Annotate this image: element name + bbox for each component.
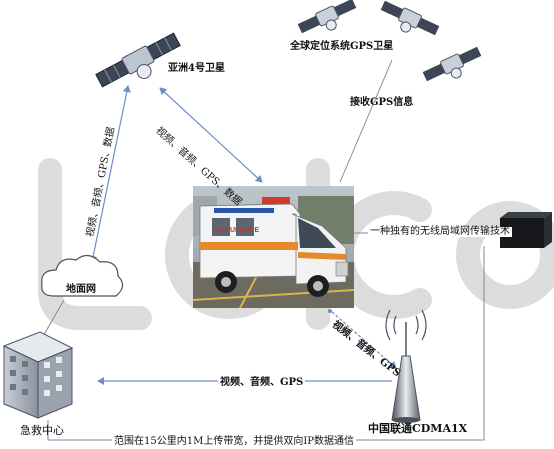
ambulance-photo: AMBULANCE: [192, 186, 355, 309]
cdma-tower-label: 中国联通CDMA1X: [368, 422, 468, 435]
gps-satellite-icon-2: [380, 0, 440, 36]
asia-satellite-label: 亚洲4号卫星: [168, 63, 225, 74]
link-sat-ambulance: [159, 87, 263, 183]
emergency-center-label: 急救中心: [20, 424, 64, 437]
cdma-tower-icon: [385, 309, 427, 423]
gps-satellite-label: 全球定位系统GPS卫星: [290, 41, 394, 52]
bottom-note-label: 范围在15公里内1M上传带宽，并提供双向IP数据通信: [112, 436, 357, 447]
link-sat-ground: [89, 85, 131, 263]
asia-satellite-icon: [95, 32, 181, 88]
link-gps-receive: [339, 59, 393, 183]
wlan-label: 一种独有的无线局域网传输技术: [368, 226, 512, 237]
cloud-icon: [41, 254, 124, 297]
link-ground-center: [41, 299, 65, 339]
ground-network-label: 地面网: [66, 284, 96, 295]
receive-gps-label: 接收GPS信息: [350, 97, 414, 108]
gps-satellite-icon-3: [422, 46, 482, 82]
gps-satellite-icon-1: [297, 0, 357, 34]
link-ambulance-tower: [331, 311, 397, 369]
tower-center-label: 视频、音频、GPS: [218, 377, 306, 388]
ambulance-word: AMBULANCE: [214, 227, 259, 234]
building-icon: [2, 331, 74, 419]
